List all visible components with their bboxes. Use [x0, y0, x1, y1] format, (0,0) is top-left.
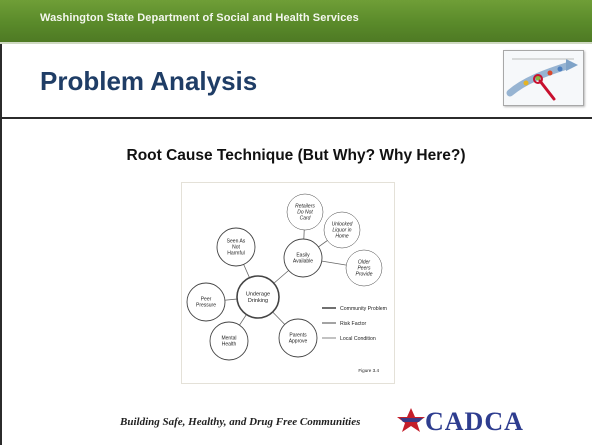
figure-label: Figure 3.4 — [358, 368, 379, 373]
svg-text:Underage: Underage — [246, 292, 270, 298]
svg-text:Home: Home — [335, 234, 349, 240]
slide-subtitle: Root Cause Technique (But Why? Why Here?… — [126, 147, 466, 164]
svg-text:Do Not: Do Not — [297, 210, 313, 216]
svg-text:Peer: Peer — [201, 297, 212, 303]
svg-text:Older: Older — [358, 260, 371, 266]
legend-label: Community Problem — [340, 306, 387, 312]
svg-text:Pressure: Pressure — [196, 303, 216, 309]
legend-label: Risk Factor — [340, 321, 367, 327]
svg-text:Unlocked: Unlocked — [332, 222, 353, 228]
svg-text:Available: Available — [293, 259, 313, 265]
svg-text:Drinking: Drinking — [248, 298, 268, 304]
svg-text:Mental: Mental — [221, 336, 236, 342]
svg-text:Seen As: Seen As — [227, 239, 246, 245]
cadca-logo-text: CADCA — [425, 407, 524, 436]
svg-text:Retailers: Retailers — [295, 204, 315, 210]
header-divider — [0, 42, 592, 44]
svg-text:Card: Card — [300, 216, 311, 222]
title-divider — [0, 117, 592, 119]
svg-text:Not: Not — [232, 245, 240, 251]
svg-text:Parents: Parents — [289, 333, 307, 339]
footer-tagline: Building Safe, Healthy, and Drug Free Co… — [120, 416, 361, 428]
organization-name: Washington State Department of Social an… — [40, 12, 359, 24]
svg-text:Easily: Easily — [296, 253, 310, 259]
svg-text:Peers: Peers — [357, 266, 371, 272]
svg-text:Harmful: Harmful — [227, 251, 245, 257]
legend-label: Local Condition — [340, 336, 376, 342]
cadca-logo: CADCA — [395, 404, 565, 436]
svg-text:Health: Health — [222, 342, 237, 348]
star-icon — [397, 408, 425, 432]
svg-text:Liquor in: Liquor in — [332, 228, 351, 234]
svg-text:Approve: Approve — [289, 339, 308, 345]
left-border — [0, 44, 2, 445]
header-bar: Washington State Department of Social an… — [0, 0, 592, 42]
slide-title: Problem Analysis — [40, 66, 258, 96]
svg-text:Provide: Provide — [356, 272, 373, 278]
process-thumbnail-image — [503, 50, 584, 106]
